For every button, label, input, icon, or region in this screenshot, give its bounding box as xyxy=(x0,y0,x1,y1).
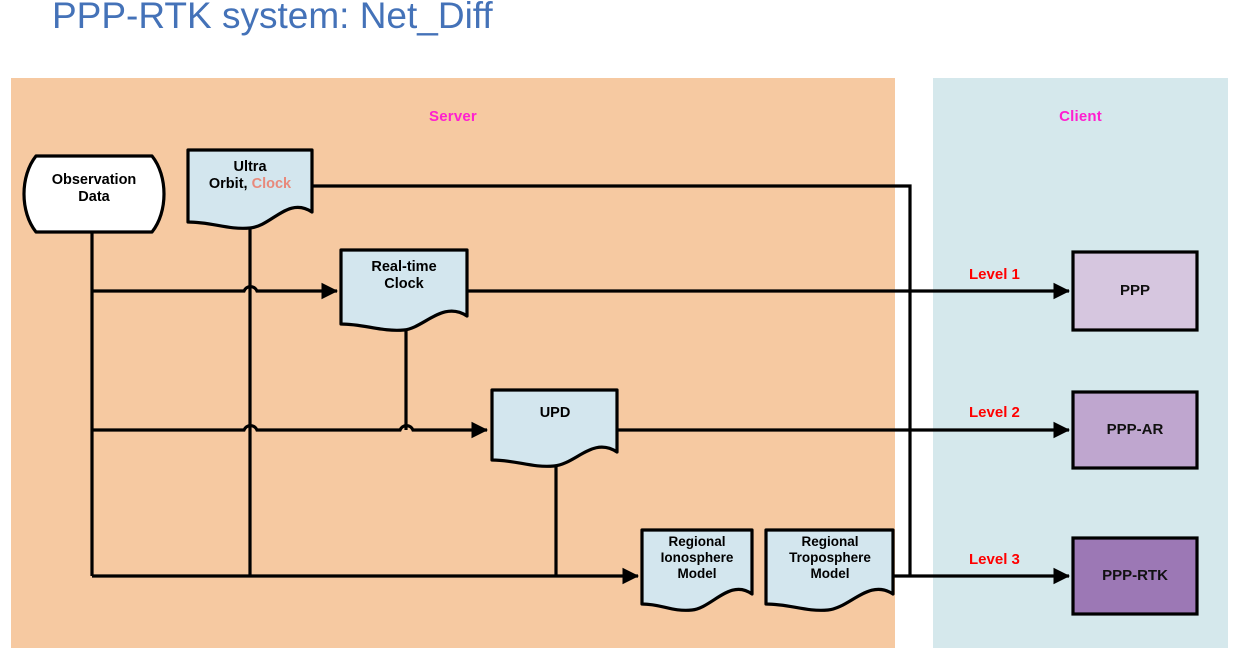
box-ppp-rtk[interactable] xyxy=(1071,536,1199,616)
shape-upd[interactable] xyxy=(490,388,619,468)
connector-row2-to-upd xyxy=(92,421,488,439)
shape-ultra-orbit-clock[interactable] xyxy=(186,148,314,230)
shape-regional-troposphere-model[interactable] xyxy=(764,528,895,612)
page-title: PPP-RTK system: Net_Diff xyxy=(52,0,493,36)
box-ppp-ar[interactable] xyxy=(1071,390,1199,470)
shape-regional-ionosphere-model[interactable] xyxy=(640,528,754,612)
server-panel-label: Server xyxy=(429,108,477,125)
shape-observation-data[interactable] xyxy=(22,154,166,234)
shape-real-time-clock[interactable] xyxy=(339,248,469,332)
box-ppp[interactable] xyxy=(1071,250,1199,332)
connector-row1-to-realtime-clock xyxy=(92,282,338,300)
connector-ultraorbit-to-levels xyxy=(312,184,912,576)
client-panel-label: Client xyxy=(1059,108,1102,125)
